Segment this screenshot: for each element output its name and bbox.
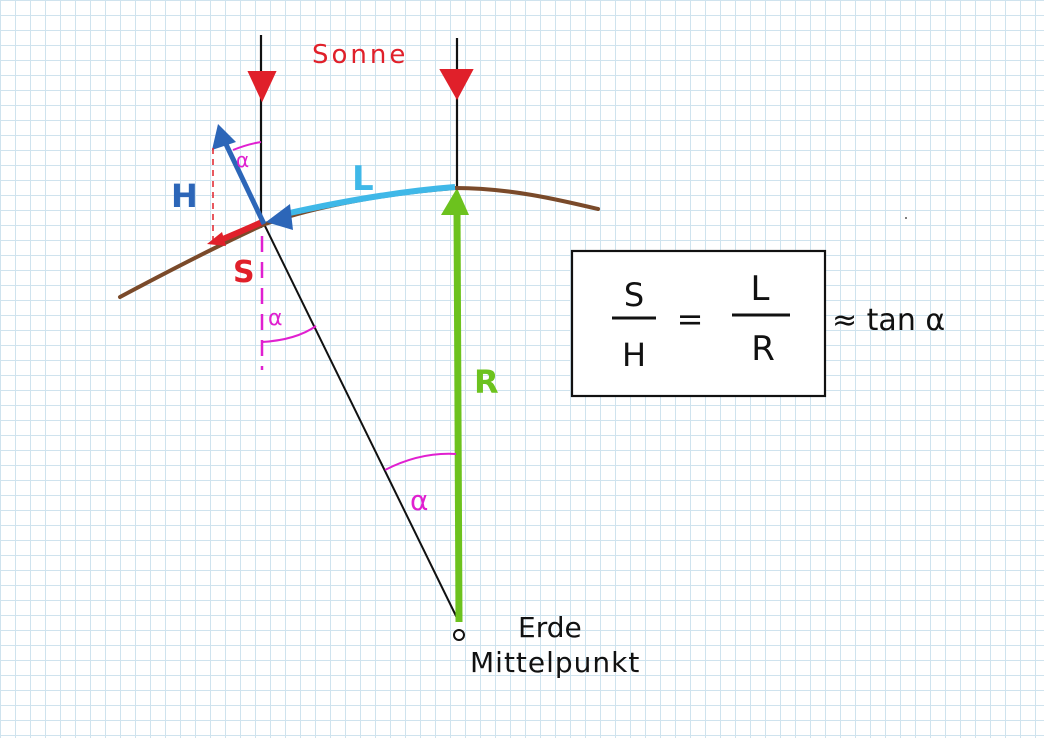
angle-label-top: α [236,148,249,172]
angle-label-lower: α [268,306,283,331]
distance-arrow [284,184,456,217]
radius-arrowhead-icon [441,188,469,215]
earth-center-label-line1: Erde [518,611,582,644]
angle-arc-lower [261,325,317,343]
height-label: H [171,177,198,215]
earth-center-point [453,629,465,641]
formula-approx-tan: ≈ tan α [832,303,945,338]
formula-equals: = [677,300,704,338]
formula-frac1-numerator: S [624,276,644,314]
shadow-label: S [233,255,255,290]
formula-box [570,249,827,398]
radius-label: R [474,363,499,401]
shadow-arrowhead-icon [207,232,226,246]
formula-frac1-denominator: H [622,336,646,374]
sun-label: Sonne [312,40,408,70]
distance-arrowhead-icon [266,204,293,230]
earth-center-label-line2: Mittelpunkt [470,646,640,679]
stray-dot [905,217,907,219]
radius-arrow [453,207,463,623]
angle-arc-top [232,141,262,151]
height-arrowhead-icon [212,124,236,150]
height-arrow [221,138,267,226]
shadow-arrow [216,219,264,244]
formula-frac2-numerator: L [751,269,770,309]
distance-label: L [352,159,374,199]
sun-arrow-left-icon [247,71,277,103]
radius-line-to-shadow-point [263,223,459,621]
angle-arc-center [384,452,457,471]
sun-arrow-right-icon [439,69,474,101]
angle-label-center: α [410,484,428,517]
formula-frac2-denominator: R [751,329,775,369]
